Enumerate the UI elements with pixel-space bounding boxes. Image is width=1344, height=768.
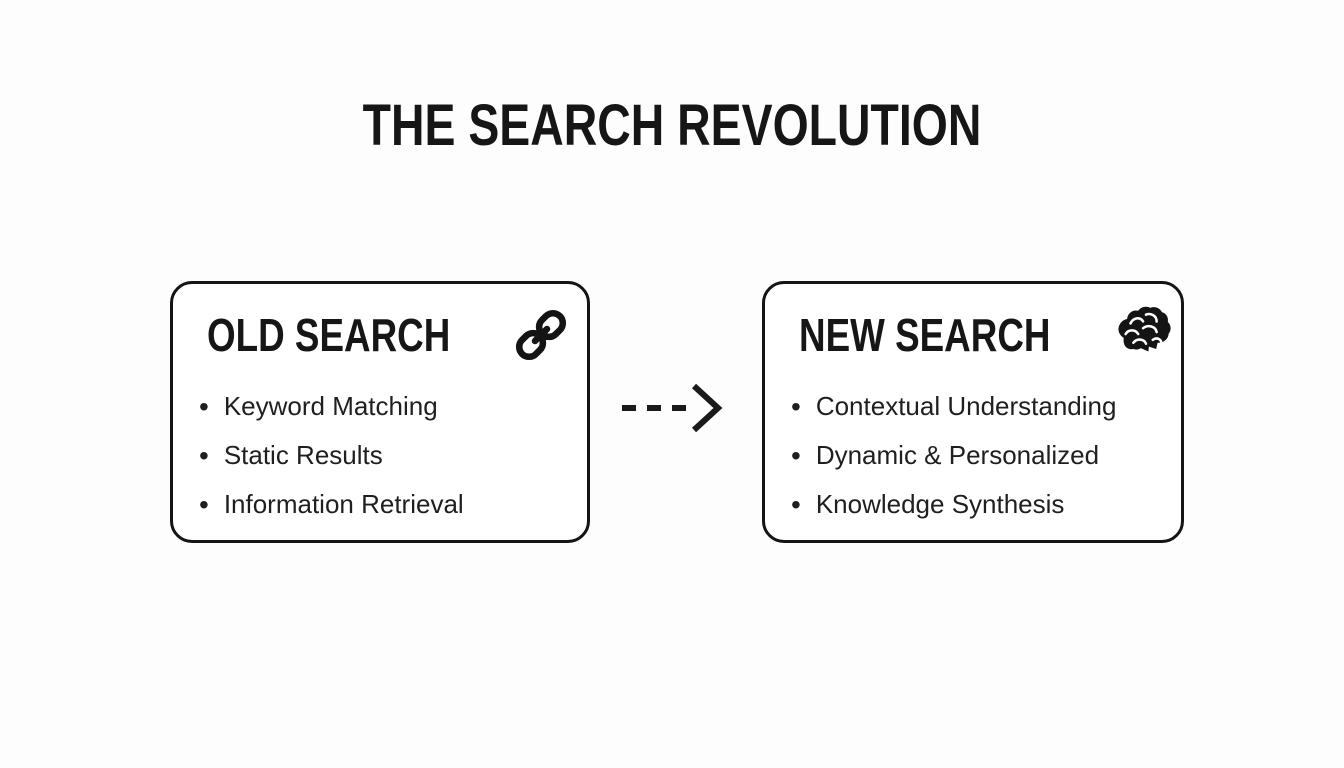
- chain-link-icon: [511, 305, 571, 365]
- page-title: THE SEARCH REVOLUTION: [362, 93, 982, 158]
- old-search-box: OLD SEARCH Keyword Matching Static Resul…: [170, 281, 590, 543]
- new-search-heading: NEW SEARCH: [799, 309, 1051, 361]
- dashed-arrow-right-icon: [622, 383, 723, 433]
- new-search-box: NEW SEARCH Contextual Understanding: [762, 281, 1184, 543]
- list-item: Knowledge Synthesis: [791, 480, 1181, 529]
- list-item: Keyword Matching: [199, 382, 587, 431]
- old-search-header: OLD SEARCH: [173, 284, 587, 368]
- new-search-header: NEW SEARCH: [765, 284, 1181, 368]
- new-search-list: Contextual Understanding Dynamic & Perso…: [765, 382, 1181, 529]
- list-item: Static Results: [199, 431, 587, 480]
- list-item: Contextual Understanding: [791, 382, 1181, 431]
- old-search-list: Keyword Matching Static Results Informat…: [173, 382, 587, 529]
- old-search-heading: OLD SEARCH: [207, 309, 451, 361]
- list-item: Information Retrieval: [199, 480, 587, 529]
- brain-icon: [1113, 304, 1177, 366]
- list-item: Dynamic & Personalized: [791, 431, 1181, 480]
- transition-arrow: [608, 374, 728, 442]
